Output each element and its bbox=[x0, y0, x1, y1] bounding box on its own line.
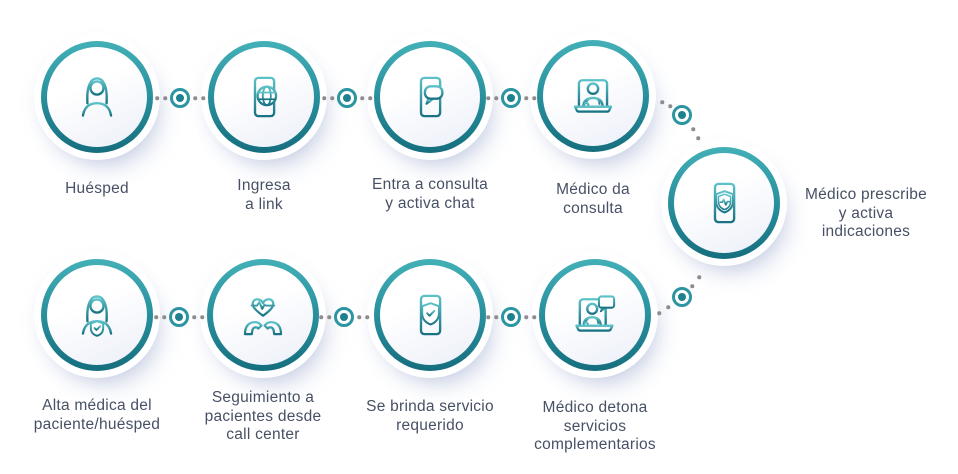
connector-dot bbox=[357, 315, 361, 319]
connector-dot bbox=[657, 311, 661, 315]
connector-dot bbox=[200, 315, 204, 319]
connector-dot bbox=[524, 96, 528, 100]
step-node-alta-medica bbox=[41, 259, 153, 371]
connector-dot bbox=[696, 136, 700, 140]
connector-dot bbox=[193, 96, 197, 100]
connector-node-icon bbox=[337, 88, 357, 108]
connector-dot bbox=[155, 96, 159, 100]
step-label-medico-consulta: Médico da consulta bbox=[556, 181, 630, 217]
connector-dot bbox=[201, 96, 205, 100]
connector-node-icon bbox=[501, 88, 521, 108]
connector-dot bbox=[666, 305, 670, 309]
connector-dot bbox=[486, 315, 490, 319]
connector-node-icon bbox=[501, 307, 521, 327]
step-label-alta-medica: Alta médica del paciente/huésped bbox=[33, 397, 161, 433]
connector-dot bbox=[154, 315, 158, 319]
connector-dot bbox=[532, 315, 536, 319]
connector-dot bbox=[697, 275, 701, 279]
step-node-ingresa-link bbox=[208, 41, 320, 153]
step-label-huesped: Huésped bbox=[65, 180, 129, 197]
step-label-medico-prescribe: Médico prescribe y activa indicaciones bbox=[804, 186, 928, 240]
step-label-entra-consulta: Entra a consulta y activa chat bbox=[371, 176, 488, 212]
step-node-seguimiento bbox=[207, 259, 319, 371]
connector-dot bbox=[192, 315, 196, 319]
connector-dot bbox=[494, 315, 498, 319]
phone-shield-check-icon bbox=[419, 294, 442, 336]
connector-dot bbox=[162, 315, 166, 319]
connector-dot bbox=[360, 96, 364, 100]
step-node-huesped bbox=[41, 41, 153, 153]
connector-dot bbox=[322, 96, 326, 100]
connector-dot bbox=[327, 315, 331, 319]
step-node-medico-prescribe bbox=[668, 147, 780, 259]
connector-dot bbox=[330, 96, 334, 100]
step-label-medico-detona: Médico detona servicios complementarios bbox=[534, 399, 656, 453]
connector-node-icon bbox=[334, 307, 354, 327]
phone-shield-heartbeat-icon bbox=[713, 182, 736, 224]
connector-dot bbox=[486, 96, 490, 100]
doctor-laptop-icon bbox=[573, 79, 613, 113]
step-label-ingresa-link: Ingresa a link bbox=[237, 177, 291, 213]
phone-globe-icon bbox=[253, 76, 278, 118]
connector-dot bbox=[319, 315, 323, 319]
connector-dot bbox=[668, 104, 672, 108]
connector-dot bbox=[660, 100, 664, 104]
connector-dot bbox=[524, 315, 528, 319]
connector-node-icon bbox=[169, 307, 189, 327]
connector-dot bbox=[368, 96, 372, 100]
connector-dot bbox=[494, 96, 498, 100]
step-node-medico-detona bbox=[539, 259, 651, 371]
phone-chat-icon bbox=[419, 76, 444, 118]
connector-dot bbox=[163, 96, 167, 100]
connector-dot bbox=[690, 284, 694, 288]
step-node-entra-consulta bbox=[374, 41, 486, 153]
woman-shield-check-icon bbox=[81, 295, 113, 337]
hands-heart-heartbeat-icon bbox=[243, 298, 283, 339]
step-label-seguimiento: Seguimiento a pacientes desde call cente… bbox=[204, 389, 322, 443]
connector-dot bbox=[691, 127, 695, 131]
connector-node-icon bbox=[672, 105, 692, 125]
connector-node-icon bbox=[672, 287, 692, 307]
step-label-servicio-requerido: Se brinda servicio requerido bbox=[366, 398, 494, 434]
woman-avatar-icon bbox=[81, 77, 113, 117]
connector-dot bbox=[532, 96, 536, 100]
connector-dot bbox=[365, 315, 369, 319]
doctor-laptop-chat-icon bbox=[575, 295, 616, 332]
step-node-medico-consulta bbox=[537, 40, 649, 152]
step-node-servicio-requerido bbox=[374, 259, 486, 371]
connector-node-icon bbox=[170, 88, 190, 108]
